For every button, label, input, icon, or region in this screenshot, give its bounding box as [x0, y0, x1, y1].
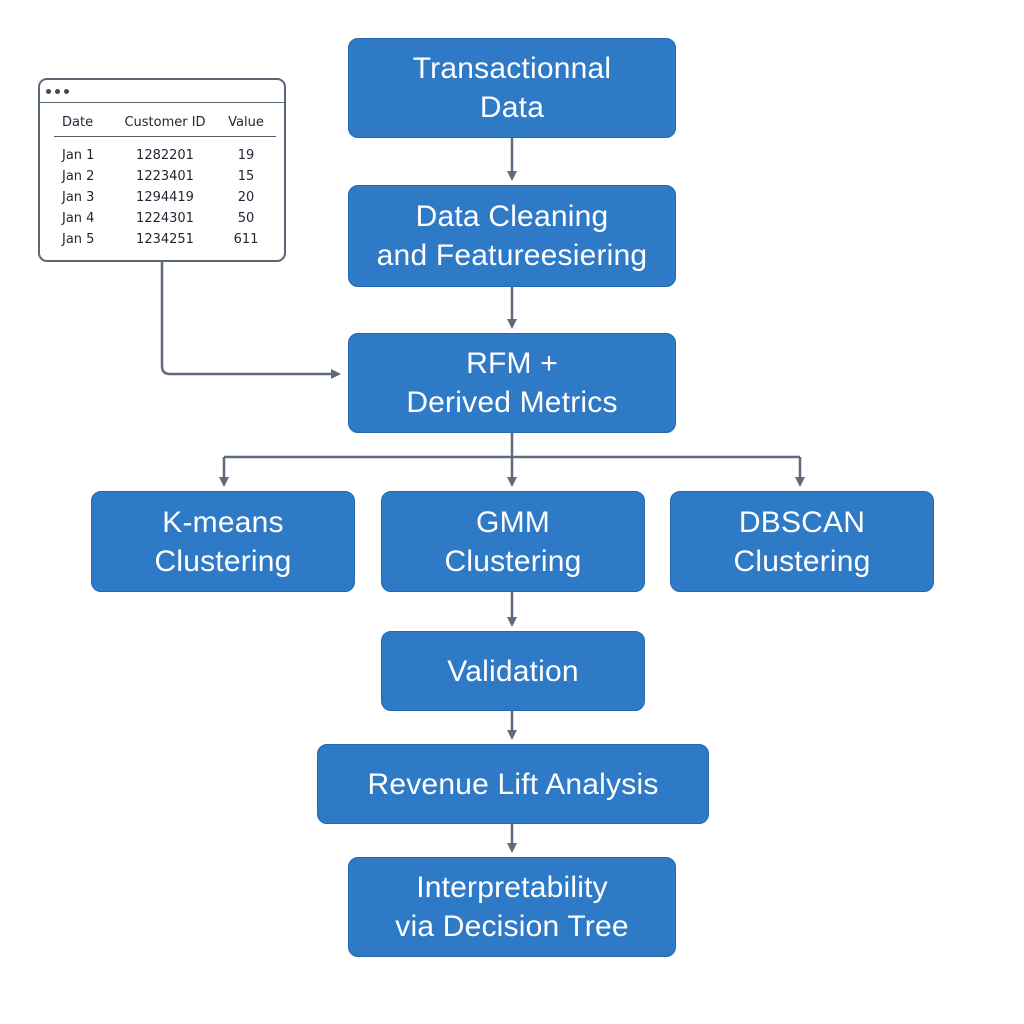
node-interpretability: Interpretability via Decision Tree	[348, 857, 676, 957]
column-header-customer-id: Customer ID	[124, 115, 206, 130]
cell-date: Jan 2	[62, 169, 95, 184]
node-transactional-data: Transactionnal Data	[348, 38, 676, 138]
column-header-value: Value	[228, 115, 264, 130]
node-label-line: Data	[479, 91, 545, 124]
node-label-line: Transactionnal	[412, 52, 612, 85]
node-label-line: GMM	[476, 505, 550, 539]
node-label-line: K-means	[162, 505, 284, 539]
table-header-row: Date Customer ID Value	[54, 114, 276, 137]
cell-customer-id: 1223401	[136, 169, 194, 184]
transaction-table-window: Date Customer ID Value Jan 1 1282201 19 …	[38, 78, 286, 262]
table-row: Jan 4 1224301 50	[54, 208, 276, 229]
table-row: Jan 1 1282201 19	[54, 145, 276, 166]
node-dbscan-clustering: DBSCAN Clustering	[670, 491, 934, 592]
transaction-table: Date Customer ID Value Jan 1 1282201 19 …	[54, 114, 276, 250]
node-label-line: RFM +	[466, 347, 558, 380]
node-gmm-clustering: GMM Clustering	[381, 491, 645, 592]
window-dot-icon	[46, 88, 51, 94]
cell-value: 611	[233, 232, 259, 247]
window-titlebar	[40, 80, 284, 103]
cell-customer-id: 1224301	[136, 211, 194, 226]
node-label-line: and Featureesiering	[376, 239, 648, 272]
node-kmeans-clustering: K-means Clustering	[91, 491, 355, 592]
cell-date: Jan 1	[62, 148, 95, 163]
cell-value: 19	[237, 148, 255, 163]
cell-date: Jan 4	[62, 211, 95, 226]
node-label-line: Revenue Lift Analysis	[367, 767, 659, 801]
node-label-line: Clustering	[733, 544, 871, 578]
node-validation: Validation	[381, 631, 645, 711]
node-label-line: Validation	[447, 654, 579, 688]
node-label-line: DBSCAN	[738, 505, 866, 539]
node-label-line: via Decision Tree	[395, 910, 629, 943]
cell-value: 20	[237, 190, 255, 205]
window-dot-icon	[64, 88, 69, 94]
node-label-line: Clustering	[154, 544, 292, 578]
node-data-cleaning: Data Cleaning and Featureesiering	[348, 185, 676, 287]
table-row: Jan 5 1234251 611	[54, 229, 276, 250]
node-rfm-metrics: RFM + Derived Metrics	[348, 333, 676, 433]
window-dot-icon	[55, 88, 60, 94]
cell-value: 15	[237, 169, 255, 184]
cell-date: Jan 5	[62, 232, 95, 247]
node-label-line: Derived Metrics	[406, 386, 618, 419]
cell-customer-id: 1234251	[136, 232, 194, 247]
table-row: Jan 2 1223401 15	[54, 166, 276, 187]
node-revenue-lift-analysis: Revenue Lift Analysis	[317, 744, 709, 824]
node-label-line: Interpretability	[416, 871, 608, 904]
cell-date: Jan 3	[62, 190, 95, 205]
node-label-line: Clustering	[444, 544, 582, 578]
cell-customer-id: 1294419	[136, 190, 194, 205]
cell-value: 50	[237, 211, 255, 226]
arrow-table-to-rfm	[160, 262, 341, 379]
node-label-line: Data Cleaning	[415, 200, 609, 233]
cell-customer-id: 1282201	[136, 148, 194, 163]
column-header-date: Date	[62, 115, 94, 130]
table-row: Jan 3 1294419 20	[54, 187, 276, 208]
